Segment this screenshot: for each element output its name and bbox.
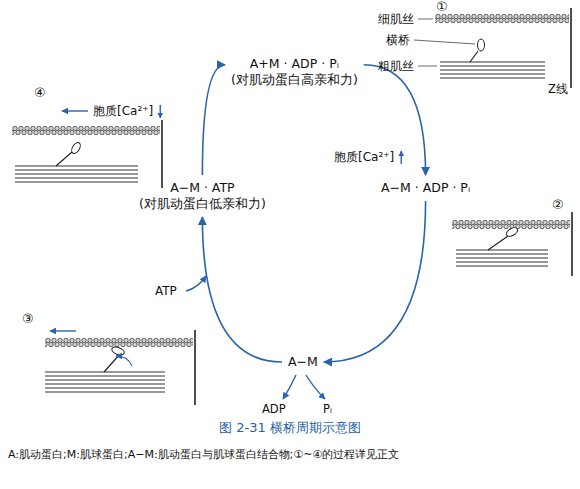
part-label: Z线	[548, 82, 568, 96]
cross-bridge-head	[70, 141, 82, 155]
part-label: 粗肌丝	[378, 59, 414, 73]
sarcomere-2	[452, 212, 572, 276]
figure-caption: 图 2-31 横桥周期示意图	[0, 420, 580, 436]
thick-filament	[456, 250, 548, 266]
affinity-note: (对肌动蛋白高亲和力)	[231, 72, 358, 88]
cross-bridge	[488, 236, 508, 250]
z-line	[194, 330, 196, 405]
part-label: 横桥	[386, 33, 410, 47]
leader-line	[414, 19, 475, 66]
stroke-arrow	[116, 356, 132, 366]
state-formula: A+M · ADP · Pᵢ	[231, 56, 358, 72]
footnote: A:肌动蛋白;M:肌球蛋白;A−M:肌动蛋白与肌球蛋白结合物;①~④的过程详见正…	[8, 447, 574, 462]
callout-number: ④	[34, 86, 46, 100]
adp-arrow	[283, 375, 296, 399]
z-line	[570, 8, 572, 88]
cross-bridge-head	[111, 345, 126, 356]
slide-arrow	[62, 110, 88, 111]
thin-filament	[12, 126, 160, 135]
state-node: A−M	[285, 352, 321, 372]
thin-filament	[452, 220, 570, 229]
state-formula: A−M	[288, 354, 318, 370]
state-formula: A−M · ADP · Pᵢ	[381, 180, 470, 196]
thick-filament	[45, 372, 165, 392]
thick-filament	[15, 166, 138, 182]
thick-filament	[440, 62, 545, 78]
cross-bridge-head	[505, 226, 519, 238]
pi-arrow	[306, 375, 325, 399]
cross-bridge	[470, 51, 478, 62]
callout-number: ③	[22, 312, 34, 326]
rise-arrow	[401, 151, 402, 164]
sarcomere-1	[414, 8, 571, 88]
state-node: A−M · ATP(对肌动蛋白低亲和力)	[136, 178, 269, 214]
atp-arrow	[186, 276, 206, 291]
sarcomere-4	[12, 111, 162, 188]
cross-bridge	[56, 152, 72, 166]
z-line	[571, 212, 573, 276]
cross-bridge	[104, 354, 120, 372]
cross-bridge-head	[478, 39, 485, 51]
fall-arrow	[160, 105, 161, 118]
sarcomere-3	[45, 330, 195, 405]
thin-filament	[435, 14, 569, 23]
z-line	[161, 120, 163, 188]
product-label: Pᵢ	[323, 402, 332, 416]
cycle-arrow	[202, 217, 282, 362]
affinity-note: (对肌动蛋白低亲和力)	[139, 196, 266, 212]
callout-number: ②	[552, 198, 564, 212]
product-label: ADP	[262, 402, 286, 416]
part-label: 细肌丝	[378, 12, 414, 26]
callout-number: ①	[436, 0, 448, 14]
slide-arrow	[50, 330, 76, 331]
cycle-arrow	[202, 65, 225, 175]
state-node: A−M · ADP · Pᵢ	[378, 178, 473, 198]
edge-label: 胞质[Ca²⁺]	[92, 104, 154, 119]
state-formula: A−M · ATP	[139, 180, 266, 196]
thin-filament	[45, 338, 193, 347]
cycle-arrow	[324, 201, 426, 362]
edge-label: 胞质[Ca²⁺]	[333, 150, 395, 165]
edge-label: ATP	[154, 284, 178, 299]
state-node: A+M · ADP · Pᵢ(对肌动蛋白高亲和力)	[228, 54, 361, 90]
